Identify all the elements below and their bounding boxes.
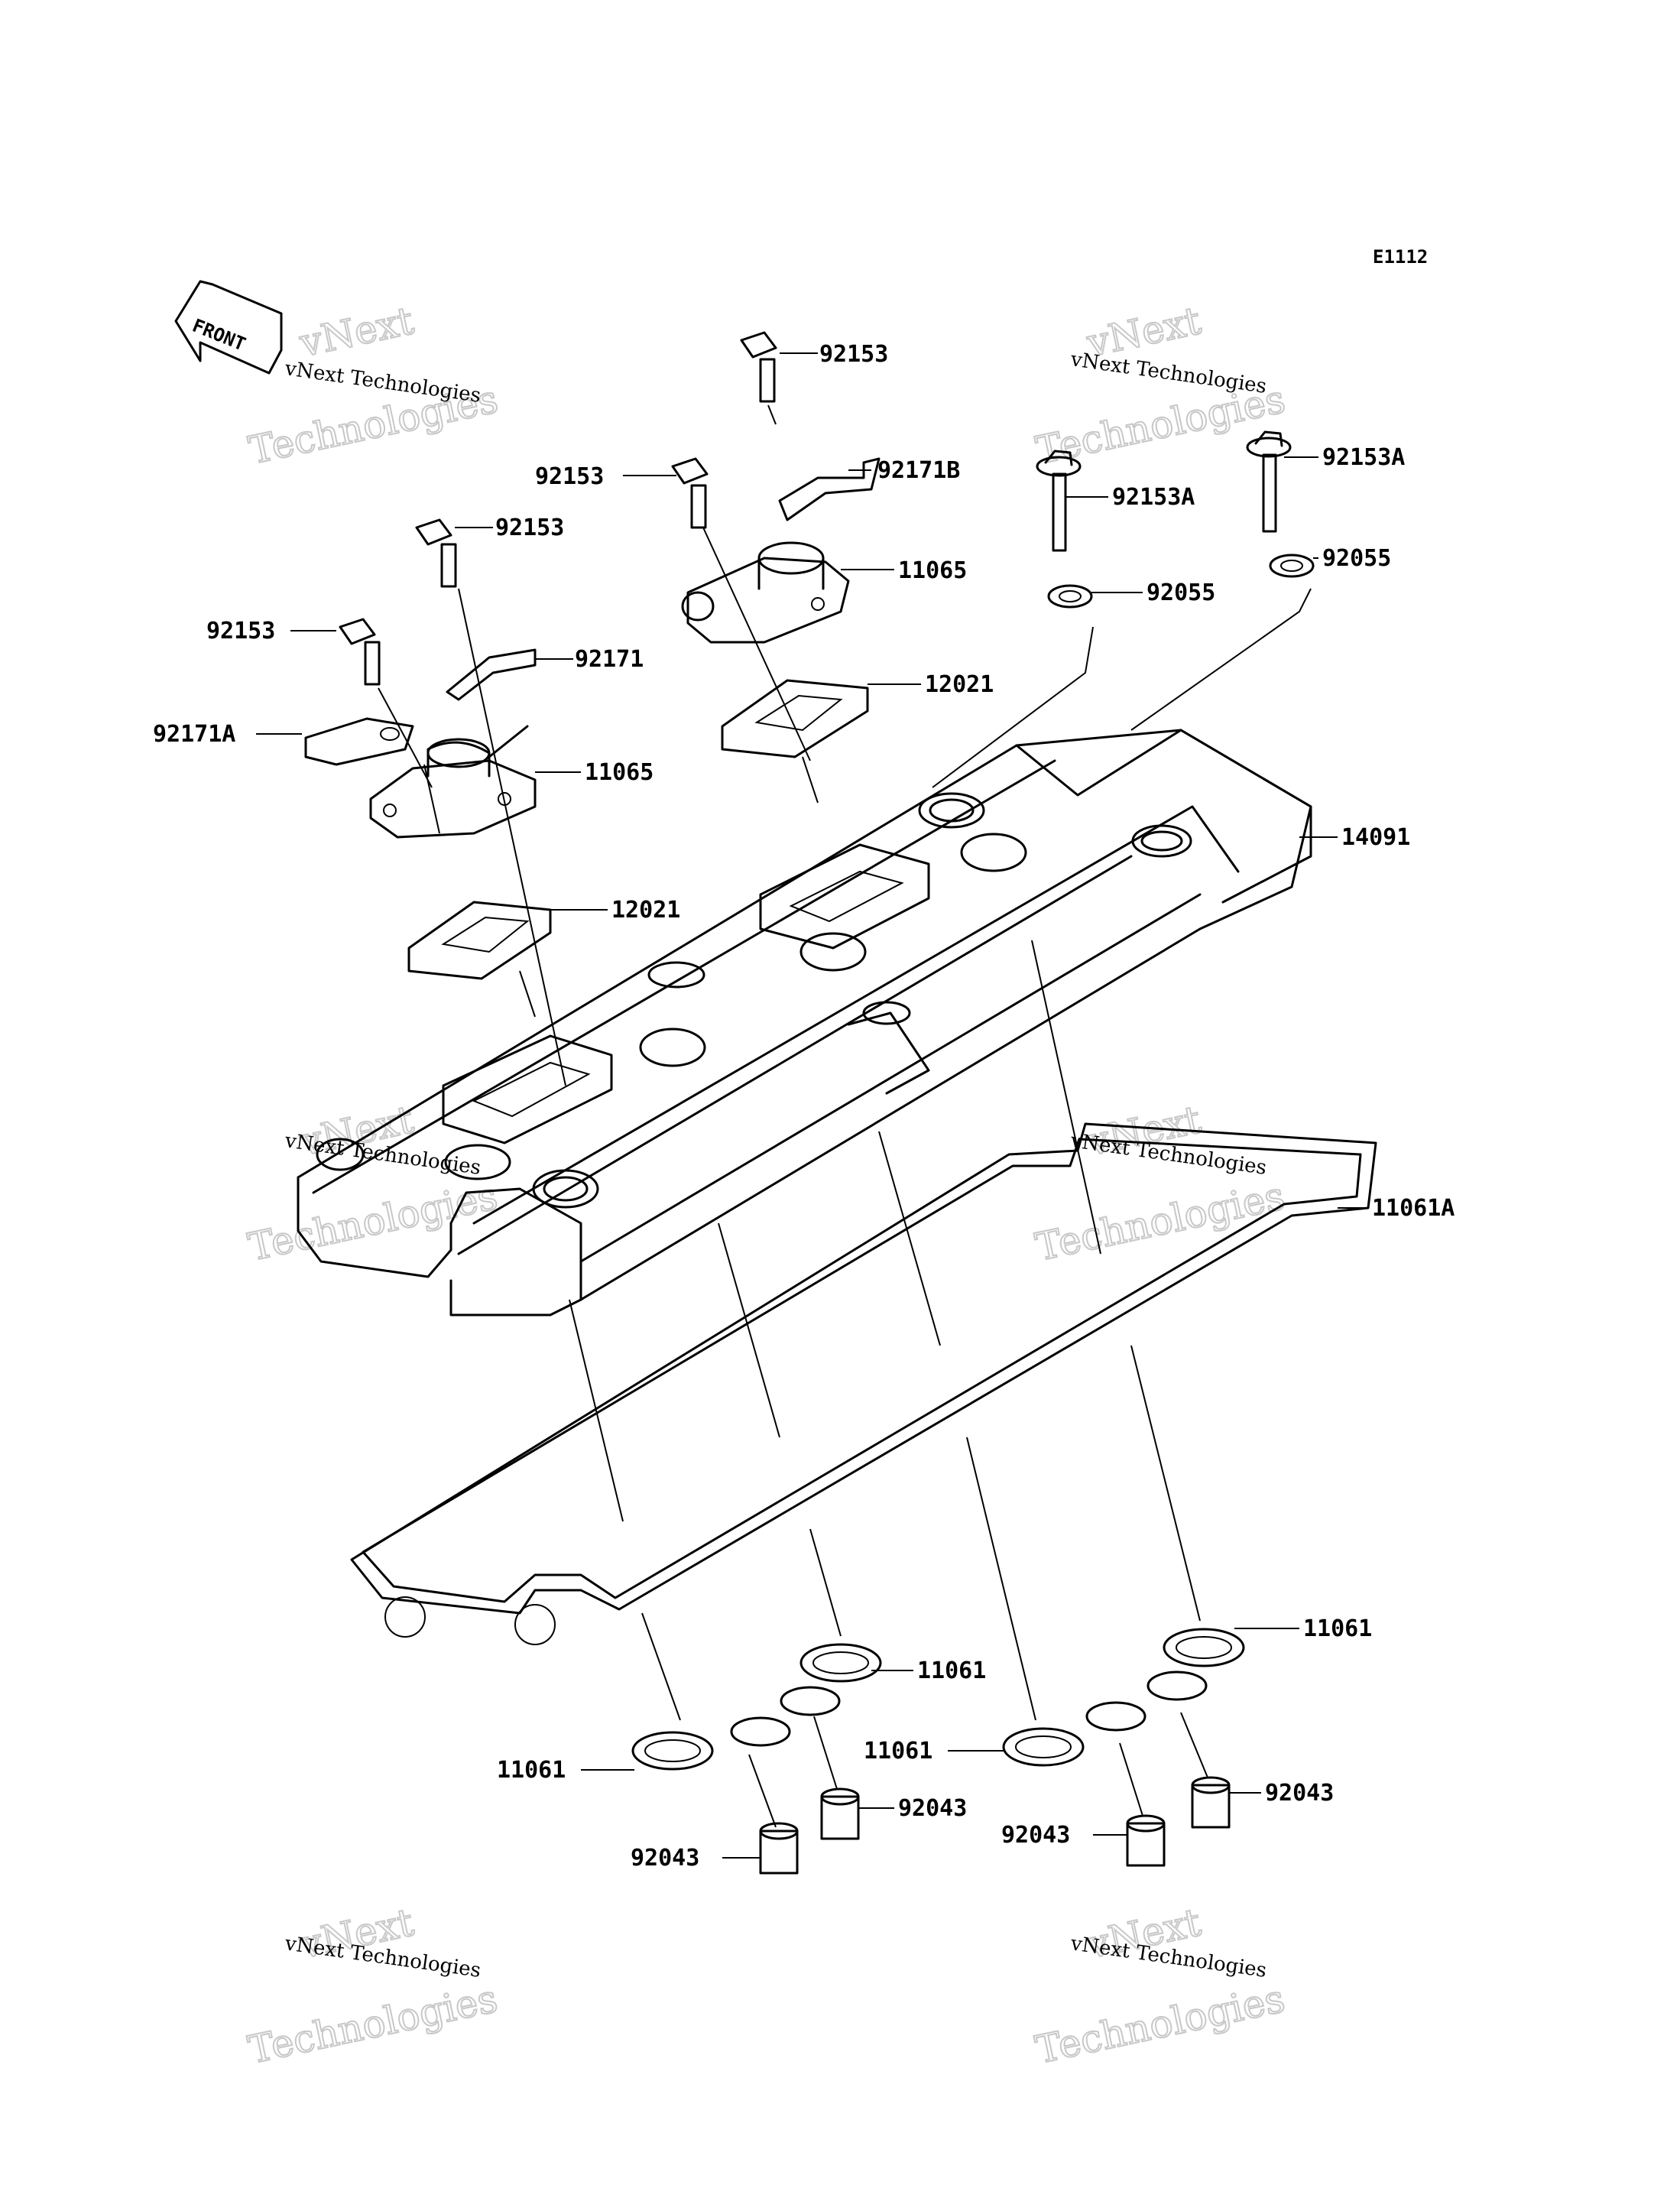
bolt-92153-far-left	[339, 618, 381, 686]
watermark-top-left: vNext Technologies vNext Technologies	[245, 297, 503, 473]
svg-text:Technologies: Technologies	[245, 1976, 501, 2073]
label-92153a-left: 92153A	[1112, 484, 1195, 511]
watermark-bottom-right: vNext Technologies vNext Technologies	[1031, 1899, 1289, 2073]
label-11061a: 11061A	[1372, 1195, 1455, 1222]
bracket-92171a	[304, 717, 414, 766]
label-92043-1: 92043	[631, 1845, 699, 1872]
watermark-mid-left: vNext Technologies vNext Technologies	[244, 1096, 502, 1270]
label-92043-2: 92043	[898, 1795, 967, 1822]
seal-11061-2	[780, 1643, 882, 1716]
label-92153-mid: 92153	[535, 463, 604, 490]
svg-text:Technologies: Technologies	[245, 1174, 501, 1270]
watermark-top-right: vNext Technologies vNext Technologies	[1032, 297, 1290, 473]
collar-92043-2	[820, 1787, 860, 1840]
collar-92043-3	[1126, 1814, 1166, 1867]
air-suction-cover-right	[681, 541, 850, 644]
bolt-92153-mid	[671, 457, 709, 529]
diagram-code: E1112	[1373, 246, 1428, 268]
svg-text:Technologies: Technologies	[1032, 1976, 1289, 2073]
label-92153-left: 92153	[495, 515, 564, 541]
front-label: FRONT	[190, 315, 248, 356]
label-92055-left: 92055	[1146, 580, 1215, 606]
bracket-92171b	[778, 457, 881, 521]
watermark-mid-right: vNext Technologies vNext Technologies	[1031, 1096, 1289, 1270]
bolt-92153a-left	[1036, 450, 1082, 552]
reed-valve-right	[721, 679, 869, 758]
washer-92055-left	[1047, 584, 1093, 609]
label-92171b: 92171B	[877, 457, 960, 484]
seal-11061-1	[631, 1716, 791, 1771]
collar-92043-4	[1191, 1776, 1231, 1829]
bracket-92171	[446, 648, 537, 701]
label-92171: 92171	[575, 646, 644, 673]
label-92153-far-left: 92153	[206, 618, 275, 644]
label-11061-3: 11061	[864, 1738, 932, 1765]
bolt-92153a-right	[1246, 430, 1292, 533]
air-suction-cover-left	[369, 725, 537, 839]
part-labels: 92153 92153 92153 92153 92171B 92171 921…	[153, 341, 1455, 1872]
label-12021-left: 12021	[611, 897, 680, 924]
reed-valve-left	[407, 901, 552, 980]
label-92055-right: 92055	[1322, 545, 1391, 572]
label-92043-3: 92043	[1001, 1822, 1070, 1849]
label-12021-right: 12021	[925, 671, 994, 698]
label-11061-4: 11061	[1303, 1615, 1372, 1642]
svg-text:vNext: vNext	[295, 298, 417, 365]
collar-92043-1	[759, 1822, 799, 1875]
label-92153-top: 92153	[819, 341, 888, 368]
label-92043-4: 92043	[1265, 1780, 1334, 1807]
seal-11061-4	[1146, 1628, 1245, 1701]
label-11065-left: 11065	[585, 759, 654, 786]
leader-lines	[256, 352, 1368, 1859]
label-11065-right: 11065	[898, 557, 967, 584]
label-11061-1: 11061	[497, 1757, 566, 1784]
washer-92055-right	[1269, 554, 1315, 578]
svg-text:vNext Technologies: vNext Technologies	[1069, 348, 1268, 398]
alignment-lines	[378, 404, 1312, 1828]
bolt-92153-top	[740, 331, 777, 403]
label-92171a: 92171A	[153, 721, 235, 748]
seal-11061-3	[1002, 1701, 1146, 1767]
label-92153a-right: 92153A	[1322, 444, 1405, 471]
label-11061-2: 11061	[917, 1657, 986, 1684]
cylinder-head-cover	[297, 729, 1312, 1317]
watermark-bottom-left: vNext Technologies vNext Technologies	[244, 1899, 502, 2073]
svg-text:Technologies: Technologies	[1032, 1174, 1289, 1270]
bolt-92153-left	[415, 518, 457, 588]
front-arrow-icon: FRONT	[174, 280, 283, 375]
label-14091: 14091	[1341, 824, 1410, 851]
